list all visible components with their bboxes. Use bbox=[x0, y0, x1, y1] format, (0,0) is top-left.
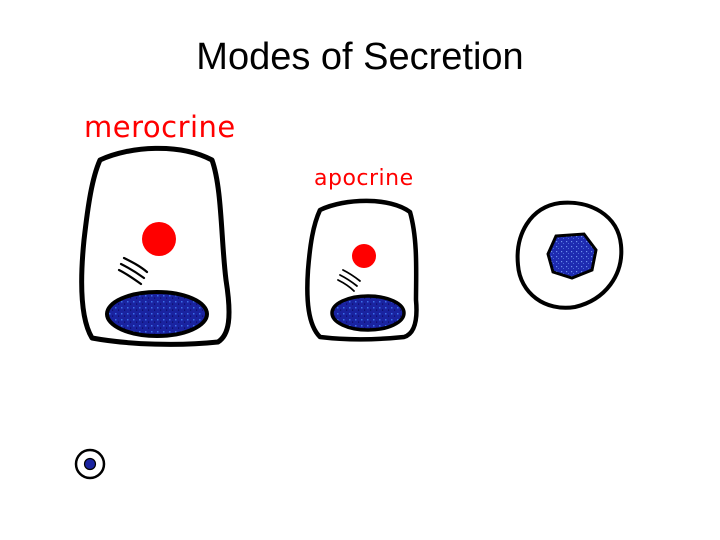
merocrine-cell bbox=[82, 148, 229, 344]
holocrine-nucleus bbox=[548, 234, 596, 278]
merocrine-exocytosis-lines bbox=[119, 258, 147, 284]
apocrine-nucleus bbox=[332, 296, 404, 330]
merocrine-nucleus bbox=[107, 292, 207, 336]
merocrine-secretory-granule bbox=[142, 222, 176, 256]
apocrine-exocytosis-lines bbox=[338, 270, 360, 291]
apocrine-secretory-granule bbox=[352, 244, 376, 268]
holocrine-cell bbox=[518, 203, 622, 308]
small-cell-nucleus bbox=[85, 459, 96, 470]
apocrine-cell bbox=[307, 201, 416, 339]
small-cell bbox=[76, 450, 104, 478]
